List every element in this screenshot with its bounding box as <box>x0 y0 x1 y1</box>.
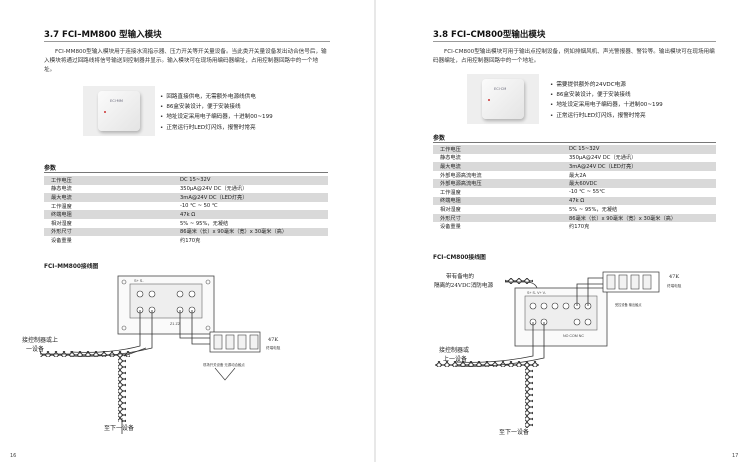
table-row: 外部电源高流电压最大60VDC <box>433 179 716 188</box>
terminal-label-bottom: Z1 Z2 <box>170 322 180 326</box>
table-row: 工作温度-10 ℃ ~ 50 ℃ <box>44 201 328 211</box>
terminal-label-top: S+ S- <box>134 279 144 283</box>
device-logo-text: ECI·CM <box>494 87 507 91</box>
led-indicator <box>488 99 490 101</box>
controller-label-2: 一设备 <box>26 345 44 353</box>
device-logo-text: ECI·MM <box>110 99 123 103</box>
section-title: 3.8 FCI–CM800型输出模块 <box>433 30 546 40</box>
list-item: 正常运行时LED灯闪烁，报警时常亮 <box>550 111 663 121</box>
title-rule <box>44 41 330 42</box>
table-row: 外部电源高流电流最大2A <box>433 170 716 180</box>
list-item: 地址设定采用电子编码器，十进制00~199 <box>550 100 662 110</box>
twisted-pair-down <box>525 362 533 428</box>
intro-paragraph: FCI-CM800型输出模块可用于输出点控制设备，例如排烟风机、声光警报器、警铃… <box>433 49 715 64</box>
page-number: 16 <box>10 453 17 459</box>
product-photo: ECI·MM <box>83 86 155 136</box>
twisted-pair-in <box>40 351 130 357</box>
list-item: 回路直接供电，无需额外电源线供电 <box>160 92 273 102</box>
wiring-diagram: 带有备电的 隔离的24VDC消防电源 S+ S- V+ V- NO COM NC… <box>434 271 682 436</box>
screw-terminals <box>136 290 196 314</box>
feature-list: 需要提供额外的24VDC电源 86盒安装设计，便于安装接线 地址设定采用电子编码… <box>550 80 663 121</box>
list-item: 86盒安装设计，便于安装接线 <box>160 102 273 112</box>
terminal-label-bottom: NO COM NC <box>563 334 584 338</box>
field-contact-note: 现场开关设备 无源动合触点 <box>203 362 245 367</box>
eol-resistor-value: 47K <box>669 274 679 280</box>
next-device-label: 至下一设备 <box>104 424 134 432</box>
book-gutter <box>374 0 376 462</box>
intro-paragraph: FCI-MM800型输入模块用于连接水流指示器、压力开关等开关量设备。当此类开关… <box>44 49 327 73</box>
wiring-diagram: S+ S- Z1 Z2 接控制器或上 一设备 至下一设备 47K 终端电阻 现场… <box>22 275 281 434</box>
controller-label-1: 接控制器或上 <box>22 336 58 344</box>
output-contact-note: 受控设备 输出触点 <box>615 302 642 307</box>
param-rule <box>44 172 328 173</box>
table-row: 设备重量约170克 <box>433 222 716 231</box>
wiring-heading: FCI–CM800接线图 <box>433 255 486 261</box>
twisted-pair-in <box>435 361 539 367</box>
eol-resistor-label: 终端电阻 <box>266 345 281 350</box>
page-number: 17 <box>732 453 739 459</box>
list-item: 正常运行时LED灯闪烁，报警时常亮 <box>160 123 273 133</box>
led-indicator <box>104 111 106 113</box>
terminal-label-top: S+ S- V+ V- <box>527 291 547 295</box>
table-row: 工作温度-10 ℃ ~ 55℃ <box>433 187 716 197</box>
title-rule <box>433 41 716 42</box>
section-title: 3.7 FCI–MM800 型输入模块 <box>44 30 162 40</box>
wiring-heading: FCI–MM800接线图 <box>44 264 99 270</box>
table-row: 设备重量约170克 <box>44 236 328 245</box>
param-rule <box>433 142 716 143</box>
list-item: 地址设定采用电子编码器，十进制00~199 <box>160 112 272 122</box>
left-page: 3.7 FCI–MM800 型输入模块 FCI-MM800型输入模块用于连接水流… <box>0 0 375 462</box>
module-device-image: ECI·CM <box>482 79 524 119</box>
loop-in-wires <box>69 310 153 357</box>
product-photo: ECI·CM <box>467 74 539 124</box>
power-label-1: 带有备电的 <box>446 272 474 280</box>
controller-label-1: 接控制器或 <box>439 346 469 354</box>
eol-resistor-value: 47K <box>268 337 278 343</box>
power-label-2: 隔离的24VDC消防电源 <box>434 281 493 289</box>
eol-resistor-label: 终端电阻 <box>667 283 682 288</box>
twisted-pair-down <box>118 352 126 422</box>
terminal-block <box>524 295 598 331</box>
controller-label-2: 上一设备 <box>443 355 467 363</box>
contact-wires <box>179 310 210 345</box>
param-heading: 参数 <box>44 165 57 172</box>
param-heading: 参数 <box>433 135 446 142</box>
feature-list: 回路直接供电，无需额外电源线供电 86盒安装设计，便于安装接线 地址设定采用电子… <box>160 92 273 133</box>
list-item: 需要提供额外的24VDC电源 <box>550 80 663 90</box>
right-page: 3.8 FCI–CM800型输出模块 FCI-CM800型输出模块可用于输出点控… <box>375 0 750 462</box>
next-device-label: 至下一设备 <box>499 428 529 436</box>
list-item: 86盒安装设计，便于安装接线 <box>550 90 663 100</box>
eol-resistor-block <box>209 331 261 353</box>
module-device-image: ECI·MM <box>98 91 140 131</box>
